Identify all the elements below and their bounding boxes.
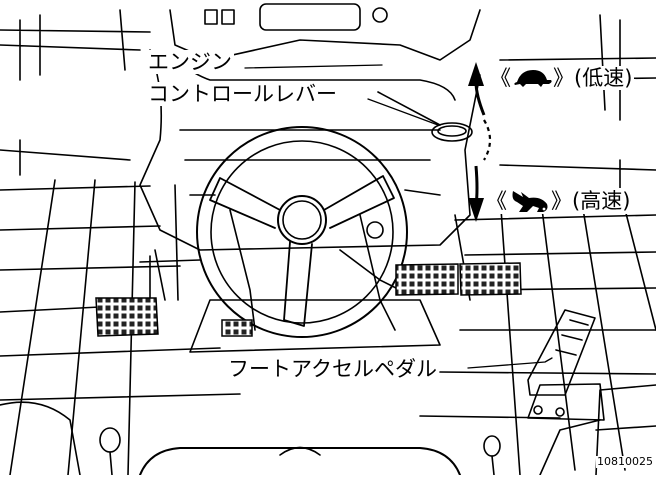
foot-accelerator-pedal-label: フートアクセルペダル xyxy=(226,357,439,381)
slow-speed-label: 《 》 (低速) xyxy=(488,66,635,90)
open-bracket: 《 xyxy=(486,189,507,213)
turtle-icon xyxy=(511,68,553,88)
rabbit-icon xyxy=(507,188,551,214)
figure-id: 10810025 xyxy=(596,455,654,468)
close-bracket: 》 xyxy=(553,66,574,90)
fast-speed-label: 《 》 (高速) xyxy=(484,188,633,214)
engine-control-lever-label-line2: コントロールレバー xyxy=(146,82,339,106)
slow-speed-text: (低速) xyxy=(574,66,633,90)
close-bracket: 》 xyxy=(551,189,572,213)
fast-speed-text: (高速) xyxy=(572,189,631,213)
engine-control-lever-label-line1: エンジン xyxy=(146,50,234,74)
open-bracket: 《 xyxy=(490,66,511,90)
